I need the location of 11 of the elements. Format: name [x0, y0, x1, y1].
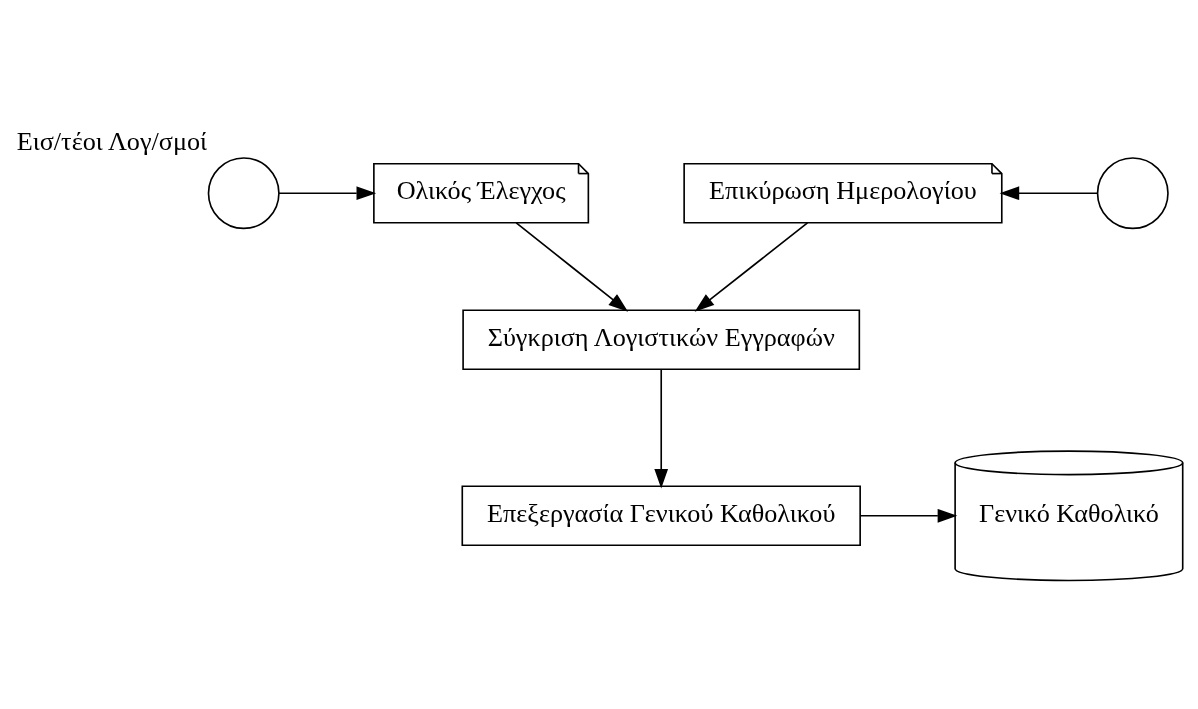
- node-box: Σύγκριση Λογιστικών Εγγραφών: [462, 309, 861, 371]
- arrow: [654, 369, 669, 489]
- arrow: [999, 186, 1099, 201]
- node-box: Επεξεργασία Γενικού Καθολικού: [461, 485, 861, 547]
- node-circle: [207, 157, 280, 230]
- node-label: Εισ/τέοι Λογ/σμοί: [16, 126, 208, 156]
- arrow: [859, 508, 958, 523]
- node-circle: [1096, 157, 1169, 230]
- arrow: [515, 222, 629, 312]
- arrow: [278, 186, 377, 201]
- arrow: [694, 222, 809, 312]
